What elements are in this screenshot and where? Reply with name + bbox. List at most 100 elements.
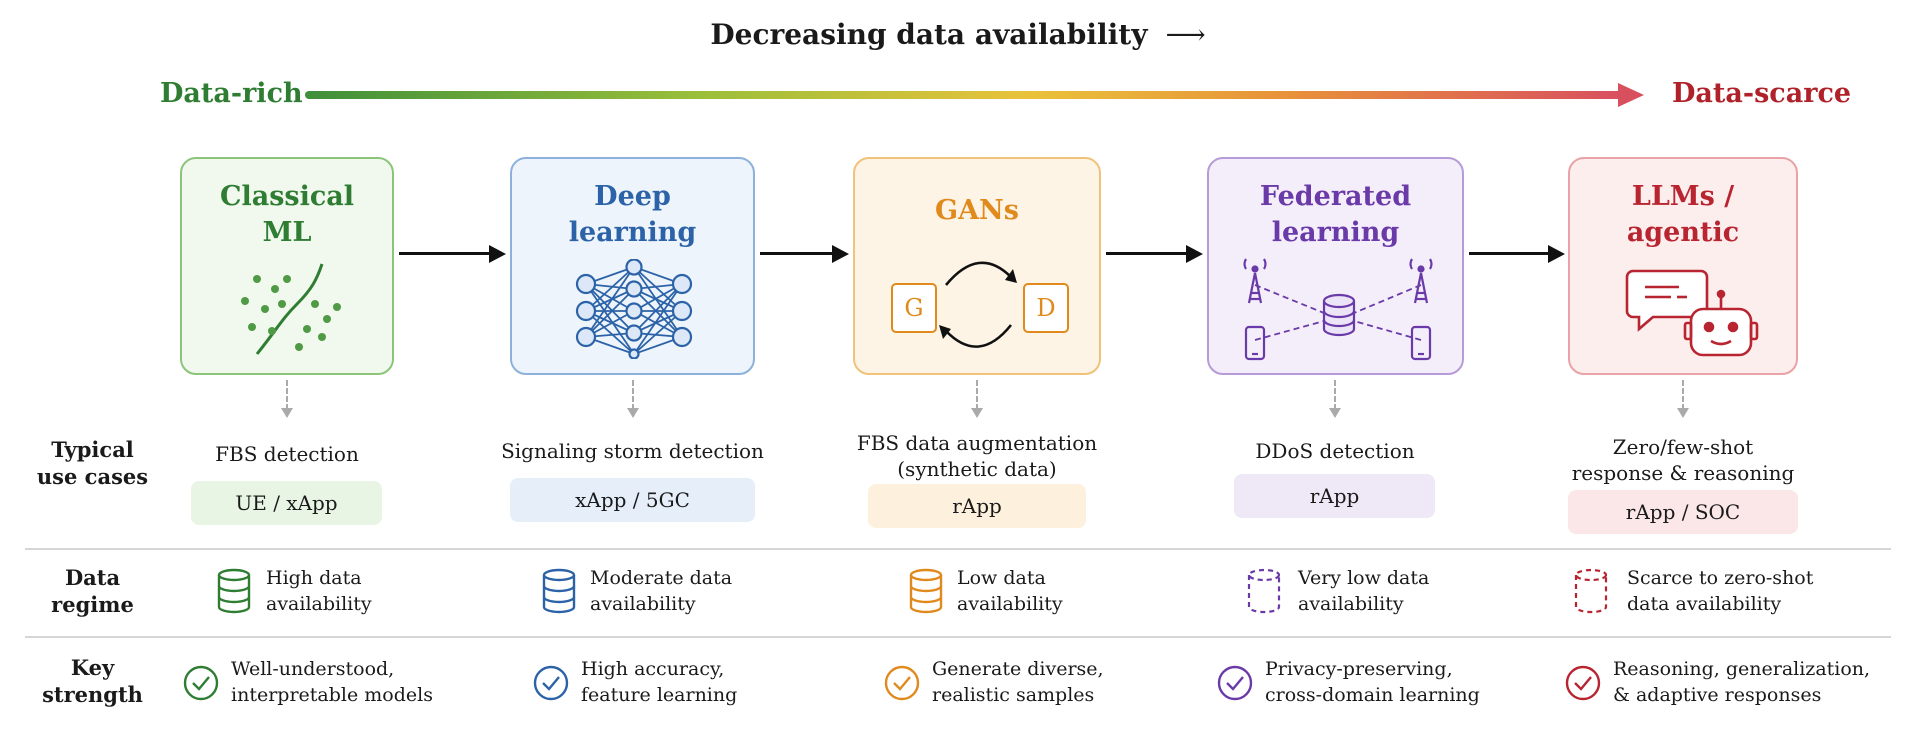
key-strength-line: Reasoning, generalization, <box>1613 658 1871 680</box>
check-circle-icon <box>884 665 920 701</box>
key-strength-line: Privacy-preserving, <box>1265 658 1453 680</box>
stage-box-llms-agentic: LLMs / agentic <box>1568 157 1798 375</box>
row-label-line: Key <box>70 655 115 680</box>
data-regime-text: Low data availability <box>957 565 1137 617</box>
generator-discriminator-icon: G D <box>891 247 1069 357</box>
stage-box-classical-ml: Classical ML <box>180 157 394 375</box>
row-label-line: Data <box>64 565 121 590</box>
stage-box-deep-learning: Deep learning <box>510 157 755 375</box>
connector-arrow <box>399 252 491 255</box>
data-regime-line: availability <box>1298 593 1404 615</box>
database-icon <box>909 568 943 614</box>
dashed-down-arrow <box>286 380 288 410</box>
database-icon <box>217 568 251 614</box>
use-case-line: (synthetic data) <box>897 457 1057 481</box>
use-case-text: DDoS detection <box>1220 438 1450 464</box>
stage-title: Federated learning <box>1209 179 1462 251</box>
data-regime-line: Scarce to zero-shot <box>1627 567 1814 589</box>
key-strength-line: Well-understood, <box>231 658 395 680</box>
data-regime-text: Scarce to zero-shot data availability <box>1627 565 1877 617</box>
key-strength-text: Well-understood, interpretable models <box>231 656 451 708</box>
stage-title: GANs <box>855 193 1099 229</box>
generator-icon: G <box>891 283 937 333</box>
connector-arrowhead-icon <box>832 245 849 263</box>
key-strength-line: realistic samples <box>932 684 1095 706</box>
data-regime-line: Very low data <box>1298 567 1430 589</box>
check-circle-icon <box>1565 665 1601 701</box>
chat-robot-icon <box>1625 269 1759 357</box>
dashed-database-icon <box>1574 568 1608 614</box>
stage-title-line: Deep <box>594 181 671 212</box>
dashed-arrowhead-icon <box>1677 408 1689 418</box>
key-strength-line: Generate diverse, <box>932 658 1104 680</box>
dashed-arrowhead-icon <box>1329 408 1341 418</box>
key-strength-line: cross-domain learning <box>1265 684 1480 706</box>
key-strength-text: High accuracy, feature learning <box>581 656 781 708</box>
data-availability-gradient-bar <box>305 91 1623 99</box>
row-label-line: regime <box>51 592 134 617</box>
use-case-line: response & reasoning <box>1571 461 1795 485</box>
key-strength-text: Reasoning, generalization, & adaptive re… <box>1613 656 1903 708</box>
stage-box-federated-learning: Federated learning <box>1207 157 1464 375</box>
check-circle-icon <box>1217 665 1253 701</box>
deployment-tag: UE / xApp <box>191 481 382 525</box>
use-case-line: Zero/few-shot <box>1612 435 1754 459</box>
data-regime-text: High data availability <box>266 565 446 617</box>
row-label-use-cases: Typical use cases <box>30 436 155 490</box>
stage-title-line: Classical <box>219 181 355 212</box>
use-case-line: Signaling storm detection <box>501 439 764 463</box>
stage-title: Classical ML <box>182 179 392 251</box>
use-case-text: FBS data augmentation (synthetic data) <box>848 430 1106 482</box>
dashed-database-icon <box>1247 568 1281 614</box>
stage-title-line: LLMs / <box>1631 181 1735 212</box>
connector-arrow <box>760 252 832 255</box>
stage-title-line: learning <box>568 217 697 248</box>
dashed-down-arrow <box>976 380 978 410</box>
connector-arrowhead-icon <box>1186 245 1203 263</box>
header-arrow-icon: ⟶ <box>1165 18 1206 51</box>
deployment-tag: rApp <box>868 484 1086 528</box>
header-title-text: Decreasing data availability <box>710 18 1148 51</box>
gradient-arrowhead-icon <box>1618 83 1644 107</box>
deployment-tag: rApp / SOC <box>1568 490 1798 534</box>
stage-title: Deep learning <box>512 179 753 251</box>
use-case-line: FBS detection <box>215 442 359 466</box>
deployment-tag: xApp / 5GC <box>510 478 755 522</box>
stage-title-line: GANs <box>935 195 1019 226</box>
row-label-line: Typical <box>51 437 134 462</box>
use-case-line: FBS data augmentation <box>856 431 1098 455</box>
data-regime-line: High data <box>266 567 362 589</box>
federated-network-icon <box>1243 258 1433 361</box>
data-regime-line: Moderate data <box>590 567 733 589</box>
row-label-line: use cases <box>36 464 149 489</box>
key-strength-text: Privacy-preserving, cross-domain learnin… <box>1265 656 1505 708</box>
stage-title-line: agentic <box>1626 217 1740 248</box>
check-circle-icon <box>533 665 569 701</box>
use-case-line: DDoS detection <box>1255 439 1415 463</box>
stage-title-line: Federated <box>1259 181 1412 212</box>
dashed-arrowhead-icon <box>281 408 293 418</box>
row-divider <box>25 548 1891 550</box>
row-label-data-regime: Data regime <box>30 564 155 618</box>
row-label-line: strength <box>42 682 143 707</box>
dashed-down-arrow <box>1334 380 1336 410</box>
use-case-text: FBS detection <box>185 441 389 467</box>
row-divider <box>25 636 1891 638</box>
data-regime-line: availability <box>266 593 372 615</box>
dashed-arrowhead-icon <box>627 408 639 418</box>
key-strength-text: Generate diverse, realistic samples <box>932 656 1132 708</box>
use-case-text: Zero/few-shot response & reasoning <box>1560 434 1806 486</box>
data-regime-text: Very low data availability <box>1298 565 1488 617</box>
stage-title: LLMs / agentic <box>1570 179 1796 251</box>
key-strength-line: feature learning <box>581 684 738 706</box>
key-strength-line: & adaptive responses <box>1613 684 1822 706</box>
discriminator-icon: D <box>1023 283 1069 333</box>
stage-title-line: learning <box>1271 217 1400 248</box>
check-circle-icon <box>183 665 219 701</box>
connector-arrowhead-icon <box>1548 245 1565 263</box>
deployment-tag: rApp <box>1234 474 1435 518</box>
data-regime-line: availability <box>590 593 696 615</box>
neural-network-icon <box>575 259 693 359</box>
stage-box-gans: GANs G D <box>853 157 1101 375</box>
stage-title-line: ML <box>262 217 312 248</box>
